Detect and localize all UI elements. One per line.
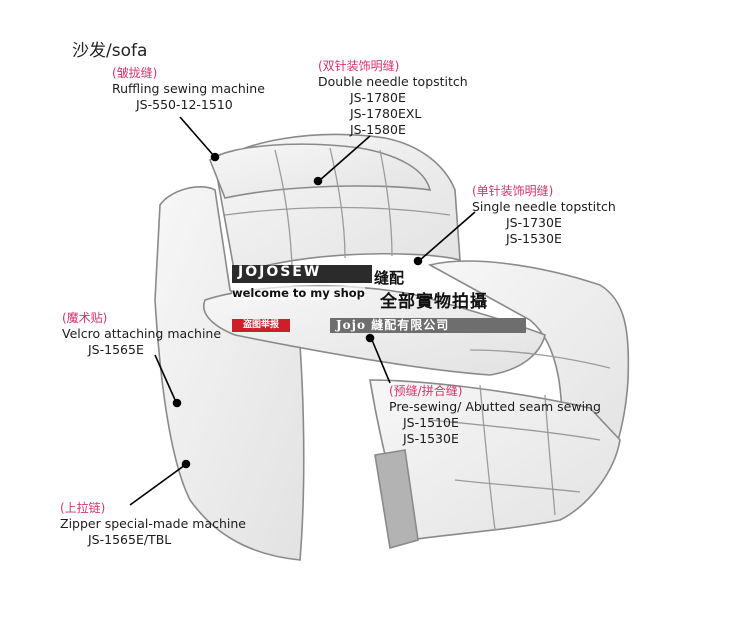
- single-needle-model-1: JS-1730E: [506, 215, 562, 230]
- velcro-model: JS-1565E: [88, 342, 144, 357]
- single-needle-leader: [419, 211, 476, 261]
- watermark-band: JOJOSEW: [232, 264, 372, 283]
- single-needle-en-label: Single needle topstitch: [472, 199, 616, 214]
- zipper-en-label: Zipper special-made machine: [60, 516, 246, 531]
- watermark-slogan: 全部實物拍攝: [380, 292, 488, 312]
- left-armrest: [154, 186, 305, 561]
- ruffling-cn-label: (皱拢缝): [112, 66, 158, 80]
- watermark-brand-cn: 缝配: [374, 269, 405, 287]
- pre-sewing-model-1: JS-1510E: [403, 415, 459, 430]
- watermark-company: Jojo 縫配有限公司: [330, 318, 526, 333]
- watermark-red-tag: 盗图举报: [232, 319, 290, 332]
- velcro-cn-label: (魔术贴): [62, 311, 108, 325]
- double-needle-cn-label: (双针装饰明缝): [318, 59, 400, 73]
- double-needle-en-label: Double needle topstitch: [318, 74, 468, 89]
- shop-watermark: JOJOSEW 缝配 welcome to my shop 全部實物拍攝 盗图举…: [232, 262, 527, 337]
- callout-double-needle: (双针装饰明缝) Double needle topstitch JS-1780…: [318, 59, 468, 138]
- velcro-en-label: Velcro attaching machine: [62, 326, 222, 341]
- callout-ruffling: (皱拢缝) Ruffling sewing machine JS-550-12-…: [112, 66, 272, 113]
- callout-velcro: (魔术贴) Velcro attaching machine JS-1565E: [62, 311, 221, 358]
- double-needle-model-1: JS-1780E: [350, 90, 406, 105]
- ruffling-model: JS-550-12-1510: [136, 97, 233, 112]
- velcro-leader: [154, 354, 177, 403]
- pre-sewing-leader: [371, 339, 391, 384]
- zipper-cn-label: (上拉链): [60, 501, 106, 515]
- double-needle-leader: [319, 135, 371, 181]
- pre-sewing-model-2: JS-1530E: [403, 431, 459, 446]
- watermark-brand: JOJOSEW: [238, 264, 322, 280]
- zipper-leader: [129, 464, 186, 506]
- zipper-model: JS-1565E/TBL: [88, 532, 172, 547]
- watermark-welcome: welcome to my shop: [232, 286, 365, 300]
- pre-sewing-cn-label: (预缝/拼合缝): [389, 384, 463, 398]
- ruffling-en-label: Ruffling sewing machine: [112, 81, 265, 96]
- head-pillow: [209, 143, 432, 199]
- callout-pre-sewing: (预缝/拼合缝) Pre-sewing/ Abutted seam sewing…: [389, 384, 601, 447]
- double-needle-model-2: JS-1780EXL: [350, 106, 422, 121]
- single-needle-model-2: JS-1530E: [506, 231, 562, 246]
- callout-single-needle: (单针装饰明缝) Single needle topstitch JS-1730…: [472, 184, 616, 247]
- footrest-mechanism: [374, 449, 419, 550]
- ruffling-leader: [179, 116, 215, 157]
- single-needle-cn-label: (单针装饰明缝): [472, 184, 554, 198]
- callout-zipper: (上拉链) Zipper special-made machine JS-156…: [60, 501, 246, 548]
- pre-sewing-en-label: Pre-sewing/ Abutted seam sewing: [389, 399, 601, 414]
- double-needle-model-3: JS-1580E: [350, 122, 406, 137]
- page-title: 沙发/sofa: [72, 41, 148, 61]
